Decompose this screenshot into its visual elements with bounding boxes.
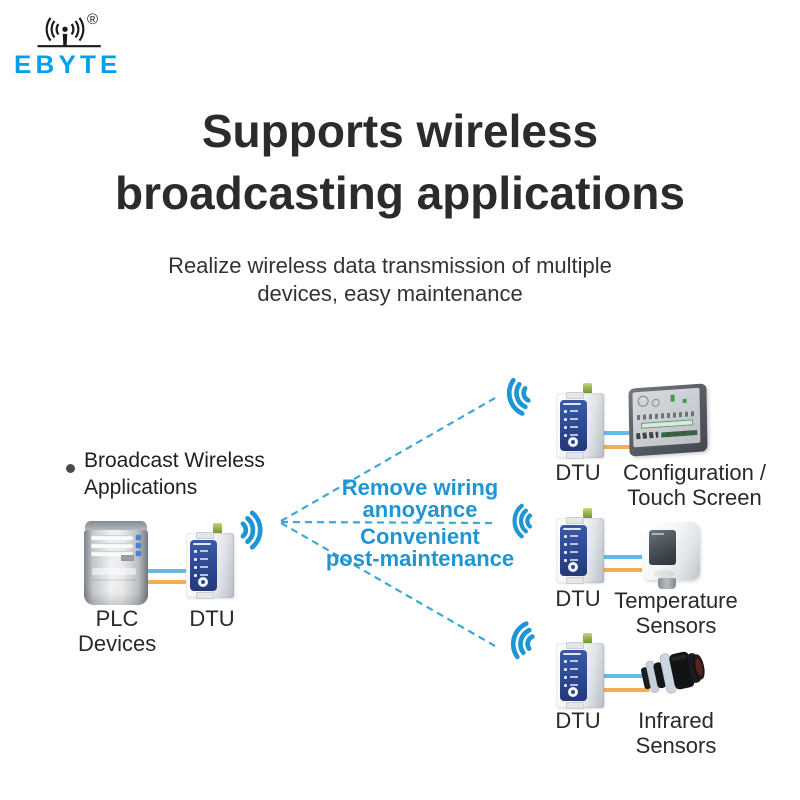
wire-orange-target-3 [582,688,650,692]
dtu-device-target-2 [556,508,606,585]
temperature-sensor-device [642,522,700,589]
touch-screen-device [628,383,708,457]
dtu-label-target-3: DTU [555,708,601,733]
wire-blue-target-1 [582,431,638,435]
note-bottom-line-2: post-maintenance [325,546,515,571]
wire-blue-target-2 [584,555,646,559]
antenna-connector [583,383,592,394]
target-1-label-line-2: Touch Screen [627,485,762,510]
page-subtitle: Realize wireless data transmission of mu… [0,252,780,308]
note-convenient-maintenance: Convenient post-maintenance [320,526,520,570]
target-1-label-line-1: Configuration / [622,460,767,485]
bullet-dot [66,464,75,473]
wire-blue-source [134,569,190,573]
target-2-label-line-1: Temperature [614,588,738,613]
brand-logo-text: EBYTE [14,51,122,79]
target-3-label-line-1: Infrared [638,708,714,733]
dtu-label-target-1: DTU [555,460,601,485]
target-3-label-line-2: Sensors [635,733,717,758]
plc-tower-device [84,521,148,605]
dtu-device-target-1 [556,383,606,460]
feature-label-line-2: Applications [84,476,198,499]
infrared-sensors-label: Infrared Sensors [614,708,738,758]
plc-devices-label: PLC Devices [78,606,156,656]
wire-orange-source [134,580,192,584]
wire-blue-target-3 [584,674,647,678]
note-remove-wiring: Remove wiring annoyance [320,477,520,521]
wifi-signal-icon-source [240,510,263,550]
temperature-sensors-label: Temperature Sensors [610,588,742,638]
dtu-label-source: DTU [189,606,235,631]
title-line-1: Supports wireless [201,105,599,157]
antenna-connector [213,523,222,534]
feature-label: Broadcast Wireless Applications [84,447,304,501]
title-line-2: broadcasting applications [115,167,685,219]
plc-label-line-1: PLC [95,606,139,631]
feature-label-line-1: Broadcast Wireless [84,449,265,472]
target-2-label-line-2: Sensors [635,613,717,638]
wire-orange-target-1 [580,445,639,449]
dtu-label-target-2: DTU [555,586,601,611]
note-top-line-1: Remove wiring [341,475,499,500]
subtitle-line-1: Realize wireless data transmission of mu… [168,253,612,278]
antenna-connector [583,633,592,644]
plc-label-line-2: Devices [78,631,157,656]
dtu-device-target-3 [556,633,606,710]
subtitle-line-2: devices, easy maintenance [257,281,523,306]
dtu-device-source [186,523,236,600]
registered-trademark: ® [87,11,99,28]
wifi-signal-icon-target-2 [512,503,533,539]
ebyte-antenna-icon [37,17,101,48]
touch-screen-label: Configuration / Touch Screen [612,460,777,510]
note-top-line-2: annoyance [362,497,478,522]
note-bottom-line-1: Convenient [360,524,480,549]
page-title: Supports wireless broadcasting applicati… [0,100,800,224]
wifi-signal-icon-target-1 [507,377,531,416]
antenna-connector [583,508,592,519]
wifi-signal-icon-target-3 [510,621,535,660]
wire-orange-target-2 [582,568,648,572]
infrared-sensor-device [640,651,705,694]
